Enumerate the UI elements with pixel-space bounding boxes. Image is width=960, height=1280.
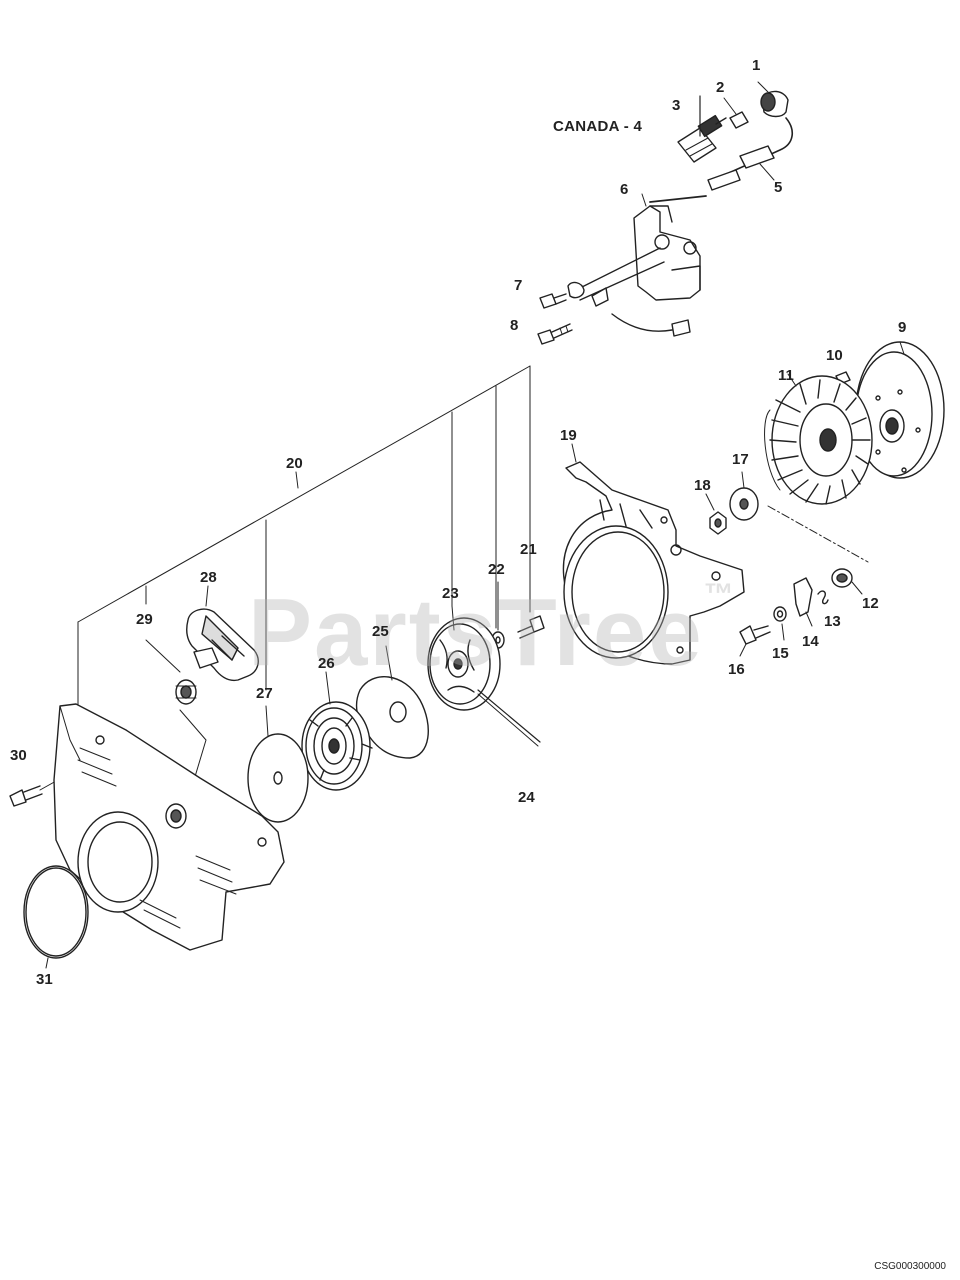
callout-12: 12 [862,595,879,612]
part-17-washer-plate [729,487,759,521]
part-24-rope [477,689,541,747]
callout-10: 10 [826,347,843,364]
callout-15: 15 [772,645,789,662]
part-3-spark-plug [677,114,727,163]
callout-14: 14 [802,633,819,650]
callout-19: 19 [560,427,577,444]
part-9-rotor [855,341,945,479]
callout-4-canada: CANADA - 4 [553,118,643,135]
part-14-pawl [793,577,813,627]
part-6-ignition-coil [567,193,707,337]
callout-5: 5 [774,179,783,196]
starter-cover [53,703,285,951]
part-20-assembly-lines [77,365,531,707]
part-21-bolt [517,615,545,639]
part-13-spring [817,590,829,605]
callout-24: 24 [518,789,535,806]
part-11-flywheel [764,373,873,505]
part-26-recoil-spring [301,701,373,791]
callout-30: 30 [10,747,27,764]
callout-8: 8 [510,317,519,334]
callout-31: 31 [36,971,53,988]
callout-28: 28 [200,569,217,586]
part-8-bolt [537,323,573,345]
callout-23: 23 [442,585,459,602]
callout-17: 17 [732,451,749,468]
part-2-terminal [723,97,749,129]
callout-26: 26 [318,655,335,672]
callout-25: 25 [372,623,389,640]
part-18-nut [705,493,727,535]
callout-27: 27 [256,685,273,702]
drawing-code: CSG000300000 [874,1261,946,1272]
part-31-ring [23,865,89,969]
part-5-lead-sleeve [707,117,793,191]
part-23-rope-pulley [427,617,501,711]
part-19-fan-housing [562,443,745,665]
part-27-plate [247,733,309,823]
callout-6: 6 [620,181,629,198]
callout-20: 20 [286,455,303,472]
callout-7: 7 [514,277,523,294]
callout-3: 3 [672,97,681,114]
callout-13: 13 [824,613,841,630]
callout-22: 22 [488,561,505,578]
callout-21: 21 [520,541,537,558]
callout-1: 1 [752,57,761,74]
callout-2: 2 [716,79,725,96]
part-15-washer [773,606,787,641]
leader-lines [265,471,745,737]
callout-9: 9 [898,319,907,336]
callout-11: 11 [778,367,794,384]
part-7-bolt [539,293,567,309]
callout-18: 18 [694,477,711,494]
callout-16: 16 [728,661,745,678]
part-1-plug-boot [757,81,789,118]
part-16-bolt [739,625,771,657]
part-12-nut [831,568,863,595]
watermark: PartsTree™ [248,578,736,686]
part-28-handle-grip [186,585,259,682]
callout-29: 29 [136,611,153,628]
